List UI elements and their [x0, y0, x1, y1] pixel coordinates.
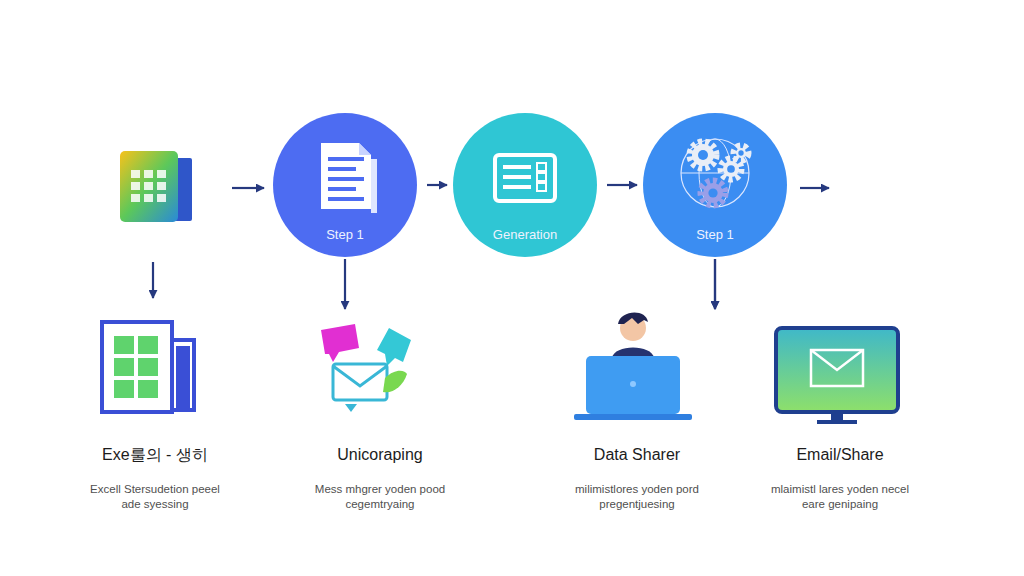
item-description: Excell Stersudetion peeel ade syessing [80, 482, 230, 512]
item-title: Email/Share [731, 446, 949, 464]
output-item: Data Sharer milimistlores yoden pord preg… [528, 312, 746, 512]
generation-circle: Generation [453, 113, 597, 257]
flow-arrow [152, 262, 154, 298]
item-title: Unicoraping [271, 446, 489, 464]
output-item: UnicorapingMess mhgrer yoden pood cegemt… [271, 312, 489, 512]
output-item: Exe룰의 - 생히 Excell Stersudetion peeel ade … [46, 312, 264, 512]
step-circle: Step 1 [273, 113, 417, 257]
step-circle: Step 1 [643, 113, 787, 257]
sheet-icon [46, 312, 256, 432]
laptop-icon [528, 312, 738, 432]
item-description: Mess mhgrer yoden pood cegemtryaing [305, 482, 455, 512]
item-title: Data Sharer [528, 446, 746, 464]
chat-icon [271, 312, 481, 432]
flow-connector [607, 184, 637, 186]
step-label: Generation [453, 227, 597, 242]
flow-arrow [800, 187, 829, 189]
item-description: milimistlores yoden pord pregentjuesing [562, 482, 712, 512]
spreadsheet-icon [120, 151, 192, 222]
flow-connector [427, 184, 447, 186]
flow-connector [344, 259, 346, 309]
flow-connector [714, 259, 716, 309]
output-item: Email/Share mlaimistl lares yoden necel e… [731, 312, 949, 512]
flow-arrow [232, 187, 264, 189]
monitor-icon [731, 312, 941, 432]
step-label: Step 1 [643, 227, 787, 242]
item-description: mlaimistl lares yoden necel eare genipai… [765, 482, 915, 512]
flow-connector [714, 259, 716, 309]
step-label: Step 1 [273, 227, 417, 242]
item-title: Exe룰의 - 생히 [46, 446, 264, 464]
